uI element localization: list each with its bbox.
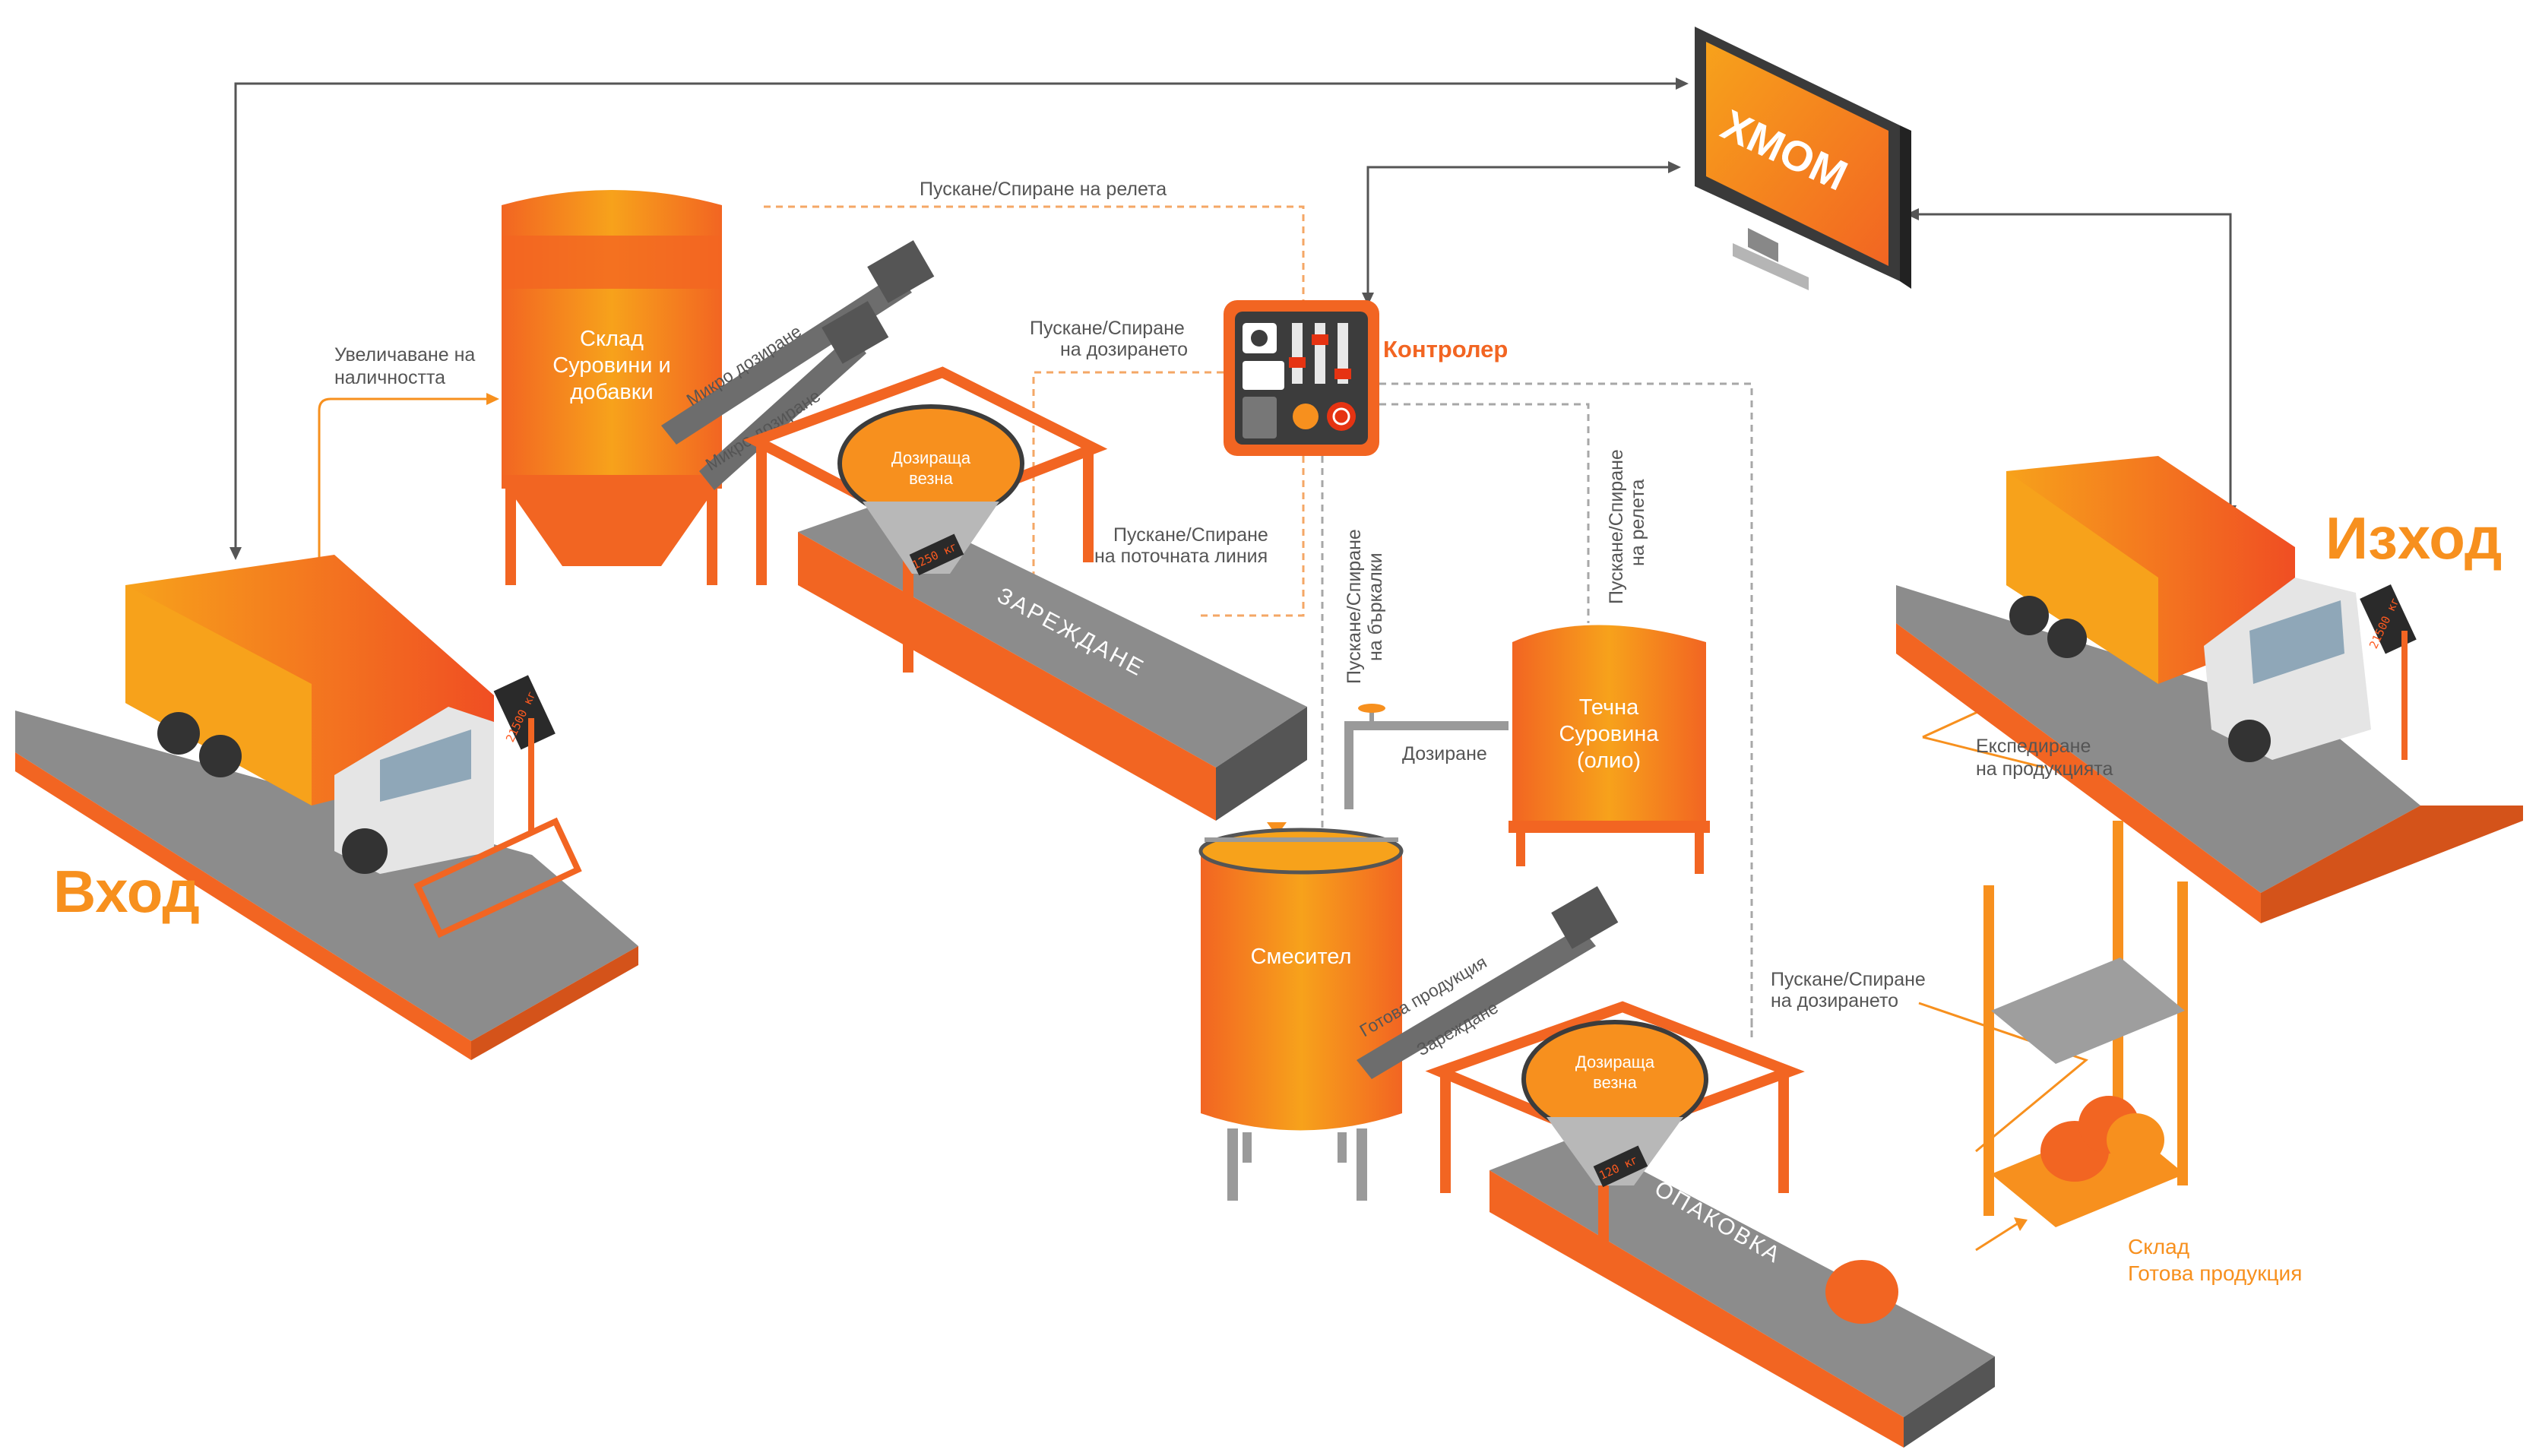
wheel-icon <box>342 828 388 874</box>
tank-label-line2: Суровина <box>1559 722 1659 746</box>
arrow-head-icon <box>1668 161 1681 173</box>
monitor: XMOM <box>1695 27 1911 290</box>
rack-shelf <box>1991 957 2185 1064</box>
controller-module-icon <box>1243 397 1277 438</box>
dosing-label: Дозиране <box>1402 743 1487 764</box>
arrow-head-icon <box>230 547 242 560</box>
flowline-ctrl-line2: на поточната линия <box>1094 546 1268 567</box>
wheel-icon <box>2047 619 2087 658</box>
arrow-head-icon <box>1906 208 1919 220</box>
mixer-label: Смесител <box>1251 945 1352 969</box>
valve-icon <box>1358 704 1385 713</box>
scale-1-label-line2: везна <box>909 469 953 488</box>
relay-control-line <box>1379 403 1590 623</box>
warehouse-rack <box>1983 821 2188 1227</box>
relay-ctrl-line1: Пускане/Спиране <box>1606 449 1627 604</box>
relay-ctrl-line2: на релета <box>1627 480 1648 566</box>
oil-pipe <box>1344 721 1509 809</box>
scale-2-label-line2: везна <box>1593 1073 1637 1092</box>
exit-label: Изход <box>2325 505 2502 571</box>
flowline-control-line <box>1197 456 1305 617</box>
scale-1-label-line1: Дозираща <box>891 448 971 467</box>
entry-truck-scale: 21500 кг <box>15 555 638 1060</box>
connections <box>230 78 2237 1252</box>
entry-label: Вход <box>53 858 200 925</box>
arrow-head-icon <box>1362 293 1374 305</box>
silo-label-line2: Суровини и <box>552 353 670 378</box>
dosing-ctrl-2-line2: на дозирането <box>1771 990 1898 1011</box>
wheel-icon <box>2009 596 2049 635</box>
relay-top-label: Пускане/Спиране на релета <box>920 179 1167 200</box>
monitor-to-exit-line <box>1919 213 2232 505</box>
mixers-ctrl-line2: на бъркалки <box>1365 552 1386 661</box>
slider-icon <box>1315 323 1325 384</box>
tank-label-line1: Течна <box>1579 695 1639 720</box>
arrow-head-icon <box>2014 1217 2028 1231</box>
controller-display-icon <box>1243 361 1284 390</box>
to-warehouse-arrow <box>1975 1222 2018 1252</box>
barrier <box>413 817 582 938</box>
wheel-icon <box>157 712 200 755</box>
dosing-ctrl-line1: Пускане/Спиране <box>1030 318 1185 339</box>
slider-icon <box>1292 323 1303 384</box>
power-icon <box>1327 402 1356 431</box>
controller-to-monitor-line <box>1366 166 1668 293</box>
warehouse-line2: Готова продукция <box>2128 1261 2302 1285</box>
relay-line-top <box>764 205 1305 300</box>
silo-label-line3: добавки <box>570 380 653 404</box>
stock-increase-line <box>318 397 486 593</box>
shipping-line1: Експедиране <box>1976 736 2091 757</box>
raw-material-silo: Склад Суровини и добавки <box>502 190 722 585</box>
dosing-scale-2: 120 кг Дозираща везна <box>1425 1001 1805 1269</box>
scale-display <box>493 675 556 750</box>
bag-icon <box>2107 1113 2164 1166</box>
tank-label-line3: (олио) <box>1577 749 1641 773</box>
arrow-head-icon <box>486 393 499 405</box>
warehouse-line1: Склад <box>2128 1235 2189 1258</box>
liquid-tank: Течна Суровина (олио) <box>1509 625 1710 874</box>
wheel-icon <box>199 735 242 777</box>
shipping-line2: на продукцията <box>1976 758 2113 780</box>
monitor-to-entry-line <box>234 82 1676 547</box>
conveyor-packing: ОПАКОВКА <box>1490 1136 1995 1448</box>
mixers-ctrl-line1: Пускане/Спиране <box>1344 529 1365 684</box>
monitor-screen <box>1706 42 1888 266</box>
clock-icon <box>1293 404 1319 429</box>
exit-truck-scale: 21500 кг <box>1896 456 2523 923</box>
shipping-arrow <box>1918 1002 2089 1153</box>
scale-2-label-line1: Дозираща <box>1575 1052 1655 1071</box>
mixer: Смесител <box>1198 828 1404 1201</box>
flowline-ctrl-line1: Пускане/Спиране <box>1113 524 1268 546</box>
arrow-head-icon <box>1676 78 1689 90</box>
weighbridge-exit <box>1896 585 2420 893</box>
stock-increase-line1: Увеличаване на <box>334 344 475 366</box>
dosing-control-line-2 <box>1379 382 1753 1037</box>
bag-icon <box>1825 1260 1898 1324</box>
dosing-line <box>1032 371 1224 623</box>
wheel-icon <box>2228 720 2271 762</box>
monitor-stand <box>1733 243 1809 290</box>
dosing-ctrl-line2: на дозирането <box>1060 339 1188 360</box>
dosing-scale-1: 1250 кг Дозираща везна <box>742 366 1108 673</box>
silo-label-line1: Склад <box>580 327 644 351</box>
dosing-ctrl-2-line1: Пускане/Спиране <box>1771 969 1926 990</box>
weighbridge <box>15 711 638 1041</box>
stock-increase-line2: наличността <box>334 367 445 388</box>
controller-label: Контролер <box>1383 336 1508 362</box>
controller: Контролер <box>1224 300 1508 456</box>
